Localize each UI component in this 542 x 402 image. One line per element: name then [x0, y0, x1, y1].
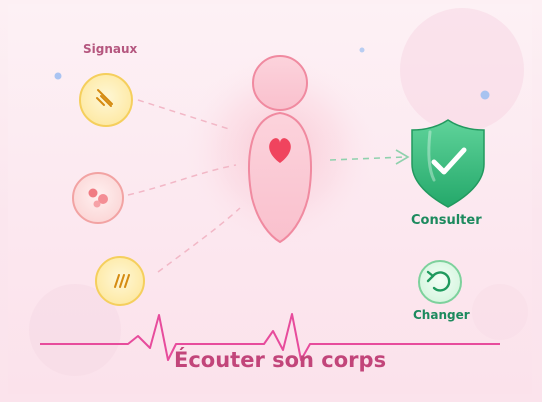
change-label: Changer: [413, 308, 470, 322]
change-node: [418, 260, 462, 304]
body-torso: [247, 111, 313, 244]
sparkle-dot: [480, 90, 490, 100]
background-blob: [29, 284, 121, 376]
pulse-line: [40, 313, 500, 361]
background-blob: [472, 284, 528, 340]
signal-node-1: [79, 73, 133, 127]
signal-connectors: [127, 99, 241, 273]
signal-node-3: [95, 256, 145, 306]
page-title: Écouter son corps: [174, 348, 387, 372]
consult-shield: [411, 119, 485, 208]
consult-label: Consulter: [411, 213, 482, 228]
heart-icon: [269, 138, 291, 163]
consult-connector: [329, 156, 406, 161]
triple-slash-icon: [114, 274, 130, 288]
diagonal-lines-icon: [96, 89, 113, 107]
arrow-head-icon: [395, 149, 410, 165]
sparkle-dot: [359, 47, 365, 53]
signal-node-2: [72, 172, 124, 224]
sparkle-dot: [54, 72, 62, 80]
check-icon: [431, 147, 467, 175]
signals-label: Signaux: [83, 42, 138, 56]
background-blob: [400, 8, 524, 132]
body-head: [252, 55, 308, 111]
dots-icon: [88, 188, 108, 208]
refresh-icon: [426, 270, 451, 292]
